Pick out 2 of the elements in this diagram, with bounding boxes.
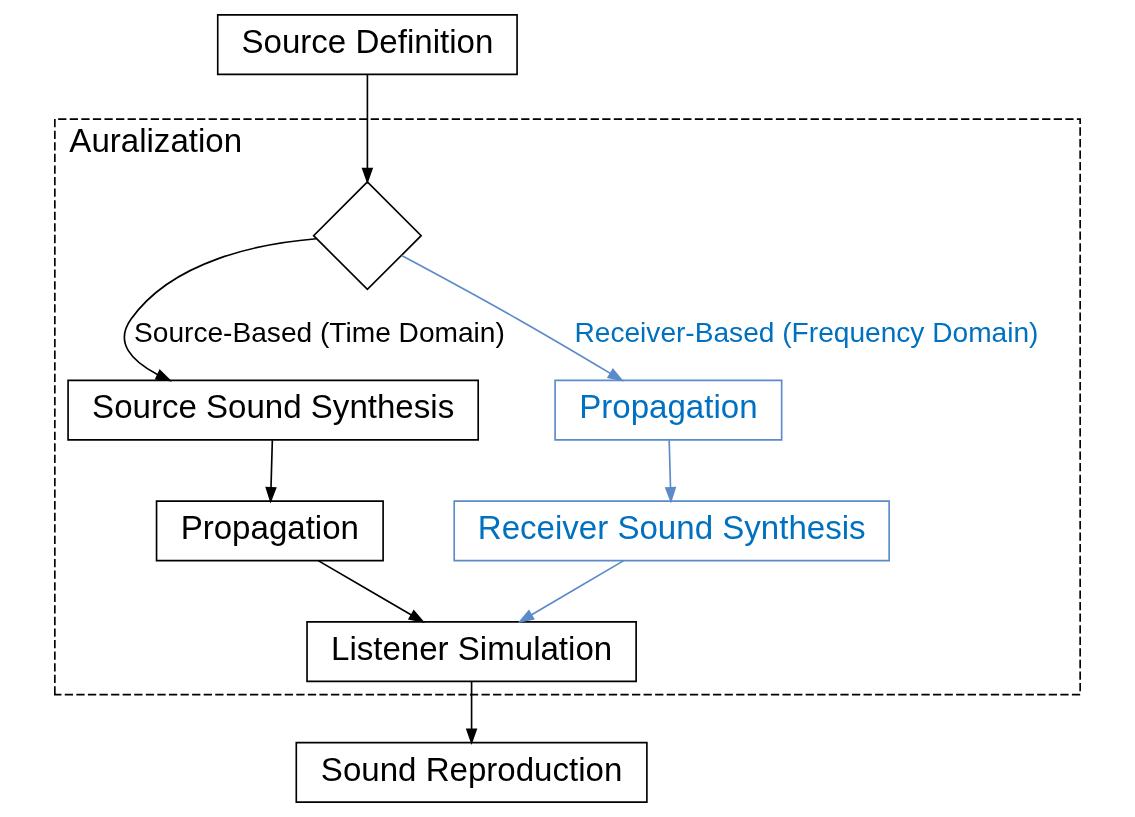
edge-label: Receiver-Based (Frequency Domain) (574, 316, 1039, 348)
edge-label: Source-Based (Time Domain) (134, 316, 505, 348)
